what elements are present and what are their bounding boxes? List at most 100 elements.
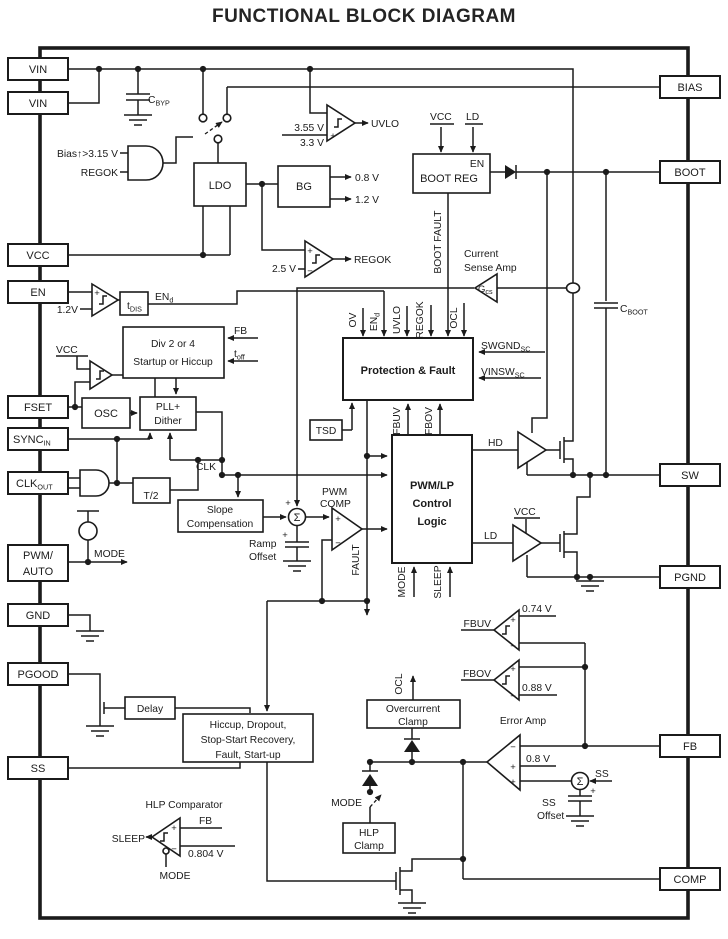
boot-diode	[505, 165, 516, 179]
block-tdis-label: tDIS	[127, 301, 142, 314]
vinsw-label: VINSWSC	[481, 367, 525, 380]
pwm-comparator	[331, 506, 364, 552]
plus-icon: +	[510, 777, 516, 788]
current-sense-tap	[565, 282, 581, 294]
regok-net-label: REGOK	[354, 255, 391, 266]
pin-fb-label: FB	[683, 741, 697, 753]
regok-comparator	[304, 239, 335, 279]
error-amp	[485, 733, 521, 792]
uvlo-pf-label: UVLO	[392, 306, 403, 334]
end-net-label: ENd	[155, 292, 173, 305]
pin-vin-1	[7, 57, 69, 81]
error-amp-label: Error Amp	[500, 716, 547, 727]
hlp-comparator	[150, 816, 181, 858]
boot-reg-en-label: EN	[470, 159, 484, 170]
sleep-pwmlp-label: SLEEP	[433, 565, 444, 598]
hlp-comparator-label: HLP Comparator	[145, 800, 223, 811]
hysteresis-icon	[502, 625, 510, 635]
hd-driver	[517, 430, 548, 470]
pwm-comp-label-2: COMP	[320, 499, 351, 510]
block-pwm-lp	[391, 434, 473, 564]
block-pll-label-2: Dither	[154, 416, 182, 427]
wire-protection	[296, 123, 566, 490]
pin-comp-label: COMP	[674, 874, 707, 886]
page-title: FUNCTIONAL BLOCK DIAGRAM	[212, 6, 516, 27]
block-slope-comp	[177, 499, 264, 533]
pin-pgood	[7, 662, 69, 686]
block-div-label-2: Startup or Hiccup	[133, 357, 213, 368]
block-slope-label-2: Compensation	[187, 519, 254, 530]
block-bg	[277, 165, 331, 208]
cbyp-label: CBYP	[148, 95, 170, 108]
hlp-fb-label: FB	[199, 816, 212, 827]
ocl-clamp-label: OCL	[394, 673, 405, 694]
pin-fset-label: FSET	[24, 402, 52, 414]
block-hiccup	[182, 713, 314, 763]
block-div-startup	[122, 326, 225, 379]
block-oc-label-2: Clamp	[398, 717, 428, 728]
mode-net-label: MODE	[94, 549, 125, 560]
wire-power-stage	[472, 171, 660, 592]
ocl-pf-label: OCL	[449, 307, 460, 328]
plus-icon: +	[335, 514, 341, 525]
pin-vin-2	[7, 91, 69, 115]
block-protection-fault	[342, 337, 474, 401]
pin-bias	[659, 75, 721, 99]
plus-icon: +	[171, 823, 177, 834]
pin-clk-out	[7, 471, 69, 495]
block-pll-label-1: PLL+	[156, 402, 180, 413]
minus-icon: −	[510, 691, 516, 702]
block-hiccup-label-3: Fault, Start-up	[215, 750, 281, 761]
swgnd-label: SWGNDSC	[481, 341, 530, 354]
pin-sync-in-label: SYNCIN	[13, 434, 51, 448]
hysteresis-icon	[160, 832, 168, 842]
plus-icon: +	[510, 664, 516, 675]
plus-icon: +	[510, 615, 516, 626]
block-hlp-clamp	[342, 822, 396, 854]
pin-fb	[659, 734, 721, 758]
hlp-mode-in-label: MODE	[160, 871, 191, 882]
current-source	[78, 521, 98, 541]
pin-fset	[7, 395, 69, 419]
pin-bias-label: BIAS	[677, 82, 702, 94]
oc-clamp-diode	[404, 740, 420, 752]
wire-fb-region	[461, 615, 660, 827]
hysteresis-icon	[502, 675, 510, 685]
plus-icon: +	[307, 246, 313, 257]
junction-dots	[71, 65, 610, 863]
en-comparator	[91, 282, 120, 318]
block-oc-clamp	[366, 699, 461, 729]
block-oc-label-1: Overcurrent	[386, 704, 440, 715]
block-osc-label: OSC	[94, 408, 118, 420]
pin-sw	[659, 463, 721, 487]
hlp-threshold-label: 0.804 V	[188, 849, 224, 860]
end-pf-label: ENd	[369, 313, 382, 331]
sigma-icon: Σ	[294, 512, 301, 524]
minus-icon: −	[171, 844, 177, 855]
block-boot-reg-label: BOOT REG	[420, 173, 478, 185]
ramp-offset-label-2: Offset	[249, 552, 276, 563]
fset-comparator	[89, 359, 114, 391]
switch-arm-vin-bias	[204, 121, 223, 135]
mode-pwmlp-label: MODE	[397, 566, 408, 597]
and-gate-clkout	[79, 469, 110, 497]
signal-arrows	[85, 120, 612, 840]
fbov-pf-label: FBOV	[424, 407, 435, 435]
fbov-net-label: FBOV	[463, 669, 491, 680]
block-ldo	[193, 162, 247, 207]
current-sense-label-1: Current	[464, 249, 498, 260]
block-tsd	[309, 419, 343, 441]
ov-label: OV	[348, 312, 359, 327]
div-fb-label: FB	[234, 326, 247, 337]
wire-vin-rail	[68, 68, 660, 442]
pin-boot	[659, 160, 721, 184]
switch-pole	[213, 134, 223, 144]
block-t2	[132, 477, 171, 504]
block-hiccup-label-1: Hiccup, Dropout,	[210, 720, 287, 731]
uvlo-rise-label: 3.55 V	[294, 123, 324, 134]
bg-12-label: 1.2 V	[355, 195, 379, 206]
hysteresis-icon	[334, 118, 342, 128]
bootreg-ld-label: LD	[466, 112, 479, 123]
bias-threshold-label: Bias↑>3.15 V	[57, 149, 118, 160]
wire-bottom	[68, 673, 660, 914]
